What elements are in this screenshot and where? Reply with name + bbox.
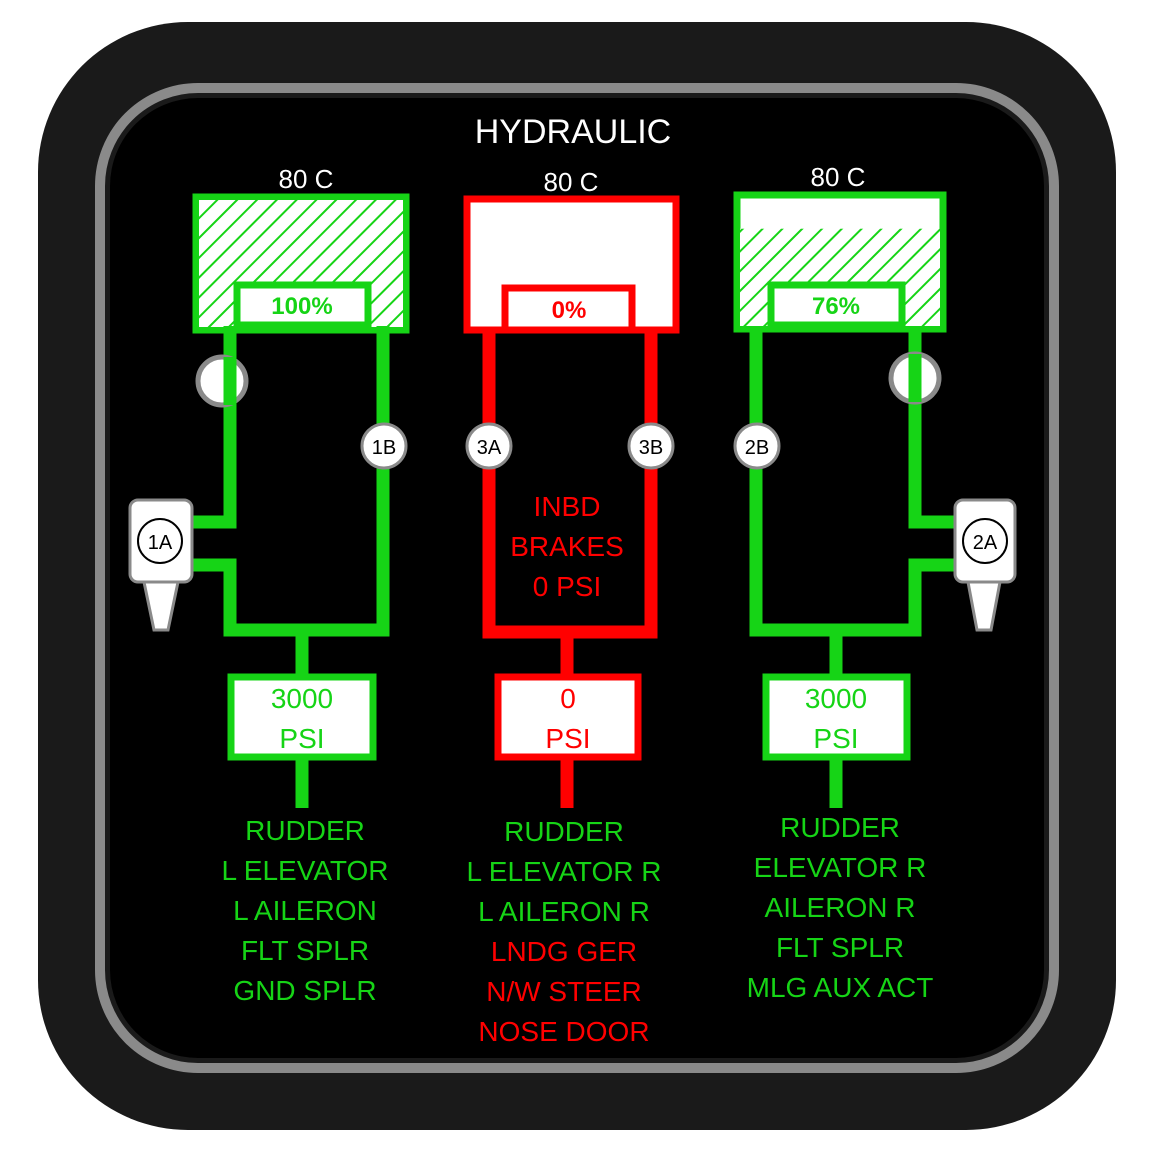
consumer-item: FLT SPLR [776, 932, 904, 963]
pressure-unit-right: PSI [813, 723, 858, 754]
brakes-line-3: 0 PSI [533, 571, 601, 602]
pressure-unit-center: PSI [545, 723, 590, 754]
pressure-value-right: 3000 [805, 683, 867, 714]
consumer-item: NOSE DOOR [478, 1016, 649, 1047]
consumer-list-right: RUDDER ELEVATOR R AILERON R FLT SPLR MLG AUX… [747, 812, 934, 1003]
consumer-item: RUDDER [780, 812, 900, 843]
pump-3a [465, 422, 513, 470]
pump-2b [733, 422, 781, 470]
consumer-item: L AILERON [233, 895, 377, 926]
pump-2b-label: 2B [745, 437, 769, 459]
system-right: 80 C 76% 2B 2A 3000 PSI RUDDER ELEVATOR R… [733, 162, 1017, 1003]
consumer-list-center: RUDDER L ELEVATOR R L AILERON R LNDG GER N/W… [466, 816, 661, 1047]
panel-title: HYDRAULIC [475, 113, 671, 151]
pump-1a [137, 518, 183, 564]
reservoir-temperature-center: 80 C [544, 167, 599, 197]
pump-1b-label: 1B [372, 437, 396, 459]
brakes-line-2: BRAKES [510, 531, 624, 562]
pressure-box-left [227, 673, 377, 761]
quantity-box-right [767, 281, 906, 329]
pressure-unit-left: PSI [279, 723, 324, 754]
consumer-item: AILERON R [765, 892, 916, 923]
pressure-value-center: 0 [560, 683, 576, 714]
pressure-box-right [762, 673, 911, 761]
consumer-list-left: RUDDER L ELEVATOR L AILERON FLT SPLR GND SPL… [221, 815, 388, 1006]
pump-2a-nozzle [966, 580, 1002, 632]
consumer-item: MLG AUX ACT [747, 972, 934, 1003]
quantity-left: 100% [271, 293, 332, 320]
pump-1a-nozzle [142, 580, 180, 632]
bezel-ring [95, 83, 1059, 1073]
consumer-item: FLT SPLR [241, 935, 369, 966]
quantity-right: 76% [812, 293, 860, 320]
valve-indicator-left [195, 354, 249, 408]
pressure-value-left: 3000 [271, 683, 333, 714]
consumer-item: L AILERON R [478, 896, 650, 927]
consumer-item: RUDDER [504, 816, 624, 847]
consumer-item: L ELEVATOR [221, 855, 388, 886]
consumer-item: ELEVATOR R [754, 852, 927, 883]
quantity-center: 0% [552, 297, 587, 324]
pump-2a-label: 2A [973, 532, 998, 554]
reservoir-temperature-right: 80 C [811, 162, 866, 192]
consumer-item: RUDDER [245, 815, 365, 846]
consumer-item: GND SPLR [233, 975, 376, 1006]
system-left: 80 C 100% 1B 1A 3000 PSI RUDDER L ELEVATO… [128, 164, 410, 1006]
pump-2a [962, 518, 1008, 564]
consumer-item: N/W STEER [486, 976, 642, 1007]
quantity-box-center [501, 284, 636, 334]
reservoir-temperature-left: 80 C [279, 164, 334, 194]
system-center: 80 C 0% 3A 3B INBD BRAKES 0 PSI 0 PSI RU… [463, 167, 680, 1047]
pressure-box-center [494, 673, 642, 761]
pump-3b-label: 3B [639, 437, 663, 459]
quantity-box-left [233, 281, 372, 329]
screen [110, 98, 1044, 1058]
consumer-item: L ELEVATOR R [466, 856, 661, 887]
pump-1b [360, 422, 408, 470]
consumer-item: LNDG GER [491, 936, 637, 967]
brakes-line-1: INBD [534, 491, 601, 522]
pump-3b [627, 422, 675, 470]
pump-1a-label: 1A [148, 532, 173, 554]
pump-3a-label: 3A [477, 437, 502, 459]
